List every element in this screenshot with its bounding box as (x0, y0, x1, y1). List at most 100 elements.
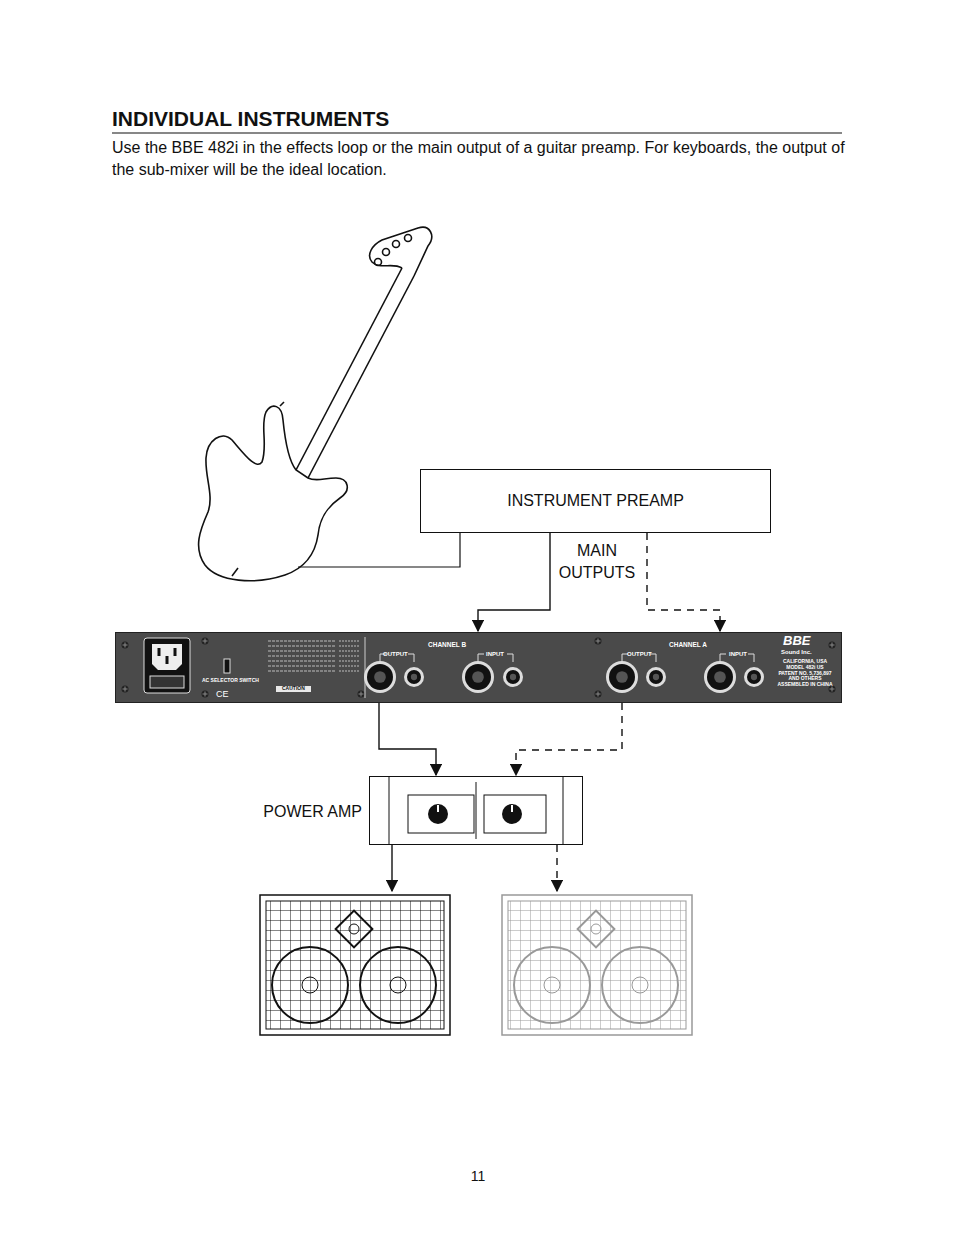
panel-screw (122, 686, 129, 693)
jack (646, 667, 666, 687)
jack (367, 664, 393, 690)
fine-print (339, 650, 359, 651)
panel-divider (365, 637, 366, 698)
channel-panel (484, 795, 546, 833)
selector-switch (224, 659, 230, 673)
box-label: INSTRUMENT PREAMP (507, 492, 684, 510)
jack (747, 670, 761, 684)
gain-knob (437, 805, 439, 812)
speaker-cabinet (260, 895, 450, 1035)
speaker-wire (391, 845, 392, 891)
speaker-cabinet (632, 977, 648, 993)
panel-marking: INPUT (729, 651, 747, 658)
fine-print (339, 640, 359, 641)
speaker-cabinet (502, 895, 692, 1035)
panel-screw (596, 692, 601, 697)
bbe-482i-rear-panel: AC SELECTOR SWITCHCAUTIONCECHANNEL BOUTP… (115, 632, 842, 703)
panel-marking: BBE (783, 634, 810, 649)
fine-print (268, 650, 335, 651)
panel-screw (123, 643, 128, 648)
panel-screw (358, 691, 365, 698)
amp-front (369, 776, 583, 845)
panel-marking: INPUT (486, 651, 504, 658)
panel-screw (203, 692, 208, 697)
speaker-cabinet (302, 977, 318, 993)
speaker-cabinet (272, 947, 348, 1023)
channel-panel (408, 795, 474, 833)
panel-screw (829, 642, 836, 649)
power-inlet (144, 638, 190, 693)
panel-screw (202, 638, 209, 645)
rack-ear (562, 776, 563, 845)
bass-guitar (383, 249, 390, 256)
speaker-cabinet (260, 895, 450, 1035)
bass-guitar (405, 235, 412, 242)
bass-guitar (393, 241, 400, 248)
panel-screw (123, 687, 128, 692)
signal-label: MAIN OUTPUTS (557, 540, 637, 585)
fuse-holder (150, 676, 184, 688)
jack (714, 671, 726, 683)
panel-marking: OUTPUT (627, 651, 652, 658)
speaker-cabinet (578, 911, 615, 948)
power-inlet (174, 648, 177, 656)
jack (506, 670, 520, 684)
jack (462, 661, 494, 693)
bass-guitar (308, 276, 414, 478)
fine-print (339, 665, 359, 666)
fine-print (268, 670, 335, 671)
jack (411, 674, 417, 680)
panel-marking: CHANNEL A (669, 641, 707, 648)
speaker-cabinet (602, 947, 678, 1023)
jack (374, 671, 386, 683)
fine-print (268, 665, 335, 666)
power-inlet (158, 648, 161, 656)
jack (707, 664, 733, 690)
jack (751, 674, 757, 680)
gain-knob (502, 804, 522, 824)
fine-print (339, 655, 359, 656)
page-title: INDIVIDUAL INSTRUMENTS (112, 107, 389, 131)
gain-knob (511, 805, 513, 812)
signal-connector (478, 533, 550, 631)
panel-marking: AC SELECTOR SWITCH (202, 678, 259, 684)
panel-marking: CALIFORNIA, USA MODEL 482i US PATENT NO.… (776, 659, 834, 688)
speaker-cabinet (266, 901, 444, 1029)
speaker-cabinet (336, 911, 373, 948)
jack (744, 667, 764, 687)
panel-screw (596, 639, 601, 644)
fine-print (268, 655, 335, 656)
fine-print (268, 645, 335, 646)
preamp-box: INSTRUMENT PREAMP (420, 469, 771, 533)
fine-print (339, 645, 359, 646)
panel-screw (122, 642, 129, 649)
jack (653, 674, 659, 680)
jack (616, 671, 628, 683)
panel-screw (359, 692, 364, 697)
jack (407, 670, 421, 684)
power-inlet (152, 644, 182, 670)
panel-screw (595, 638, 602, 645)
box-label: POWER AMP (263, 803, 362, 821)
jack (364, 661, 396, 693)
bass-guitar (296, 268, 402, 470)
bass-guitar (280, 402, 284, 406)
bass-guitar (232, 568, 238, 576)
panel-marking: CE (216, 689, 229, 699)
jack (510, 674, 516, 680)
panel-marking: OUTPUT (383, 651, 408, 658)
title-rule (112, 132, 842, 133)
panel-marking: Sound Inc. (781, 649, 812, 656)
signal-connector (647, 533, 720, 631)
fine-print (268, 660, 335, 661)
rack-ear (388, 776, 389, 845)
power-inlet (166, 656, 169, 664)
bass-guitar (199, 406, 348, 581)
jack (606, 661, 638, 693)
jack (609, 664, 635, 690)
bass-guitar (199, 227, 432, 581)
signal-connector (379, 703, 436, 775)
